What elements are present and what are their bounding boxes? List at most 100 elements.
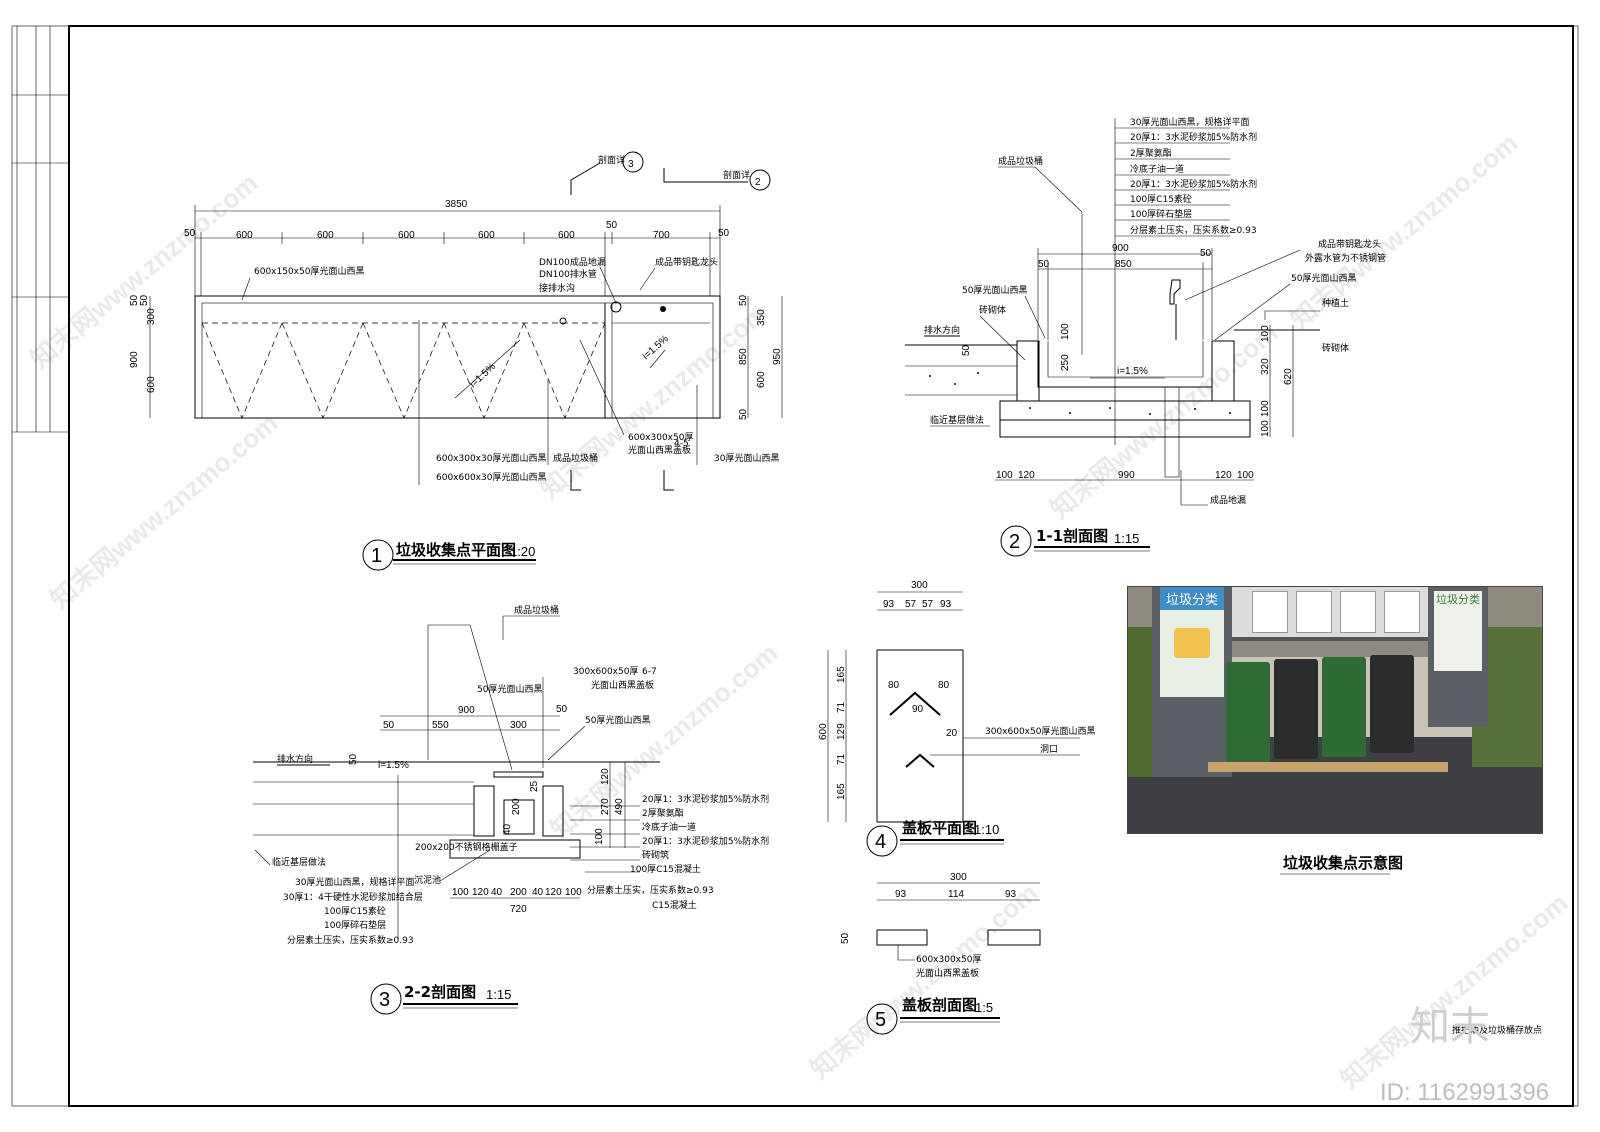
dim-text: 50 xyxy=(738,294,749,306)
watermark: 知末网www.znzmo.com xyxy=(45,407,284,614)
sheet-inner-border xyxy=(68,25,1574,1107)
dim-text: 50 xyxy=(961,344,972,356)
dim-text: 100 xyxy=(1060,323,1071,340)
label: 沉泥池 xyxy=(414,874,441,886)
dim-text: 50 xyxy=(840,932,851,944)
dim-text: 120 xyxy=(545,887,562,898)
dim-text: 50 xyxy=(184,228,196,239)
dim-text: 350 xyxy=(756,309,767,326)
photo-caption: 垃圾收集点示意图 xyxy=(1283,854,1403,872)
label: 30厚光面山西黑 xyxy=(714,452,779,464)
label: 洞口 xyxy=(1040,744,1058,755)
label: 6-7 xyxy=(642,667,657,677)
drawing-number: 2 xyxy=(1009,531,1020,553)
dim-text: 300 xyxy=(950,872,967,883)
label: 砖砌体 xyxy=(979,304,1006,316)
layer-label: 2厚聚氨酯 xyxy=(1130,147,1172,159)
drawing-title: 盖板剖面图 xyxy=(902,996,977,1014)
dim-text: 90 xyxy=(912,704,924,715)
dim-text: 50 xyxy=(606,220,618,231)
label: 临近基层做法 xyxy=(930,414,984,426)
dim-text: 120 xyxy=(1215,470,1232,481)
watermark: 知末网www.znzmo.com xyxy=(25,167,264,374)
drawing-number: 5 xyxy=(875,1009,886,1031)
dim-text: 700 xyxy=(653,230,670,241)
drawing-title: 盖板平面图 xyxy=(902,819,977,837)
label: 50厚光面山西黑 xyxy=(962,284,1027,296)
drawing-number: 3 xyxy=(379,989,390,1011)
dim-text: 50 xyxy=(738,408,749,420)
dim-text: 550 xyxy=(432,720,449,731)
sign-panel-left: 垃圾分类 xyxy=(1160,587,1224,697)
slope-label: i=1.5% xyxy=(1117,366,1148,377)
layer-label: 100厚碎石垫层 xyxy=(324,919,386,931)
watermark: 知末网www.znzmo.com xyxy=(535,297,774,504)
label: 100厚C15混凝土 xyxy=(630,863,701,875)
label: 分层素土压实，压实系数≥0.93 xyxy=(587,884,714,896)
label: 200x200不锈钢格栅盖子 xyxy=(415,841,518,853)
label: 成品垃圾桶 xyxy=(514,604,559,616)
dim-text: 50 xyxy=(718,228,730,239)
dim-text: 900 xyxy=(458,705,475,716)
dim-text: 3850 xyxy=(445,199,468,210)
footer-note: 推把油及垃圾桶存放点 xyxy=(1452,1024,1542,1036)
bin-black xyxy=(1370,655,1414,753)
label: 600x300x50厚 xyxy=(628,432,693,443)
dim-text: 300 xyxy=(146,308,157,325)
label: 600x600x30厚光面山西黑 xyxy=(436,471,546,483)
section-mark-num: 2 xyxy=(755,177,761,188)
dim-text: 100 xyxy=(594,828,605,845)
slope-label: i=1.5% xyxy=(641,333,671,362)
cover-plan-drawing: 300 93 57 57 93 600 165 71 129 71 165 80… xyxy=(818,580,1095,857)
layer-label: 冷底子油一道 xyxy=(1130,163,1184,175)
dim-text: 71 xyxy=(836,753,847,765)
dim-text: 100 xyxy=(1260,400,1271,417)
dim-text: 270 xyxy=(600,798,611,815)
drawing-title: 2-2剖面图 xyxy=(404,983,476,1001)
label: 光面山西黑盖板 xyxy=(628,444,691,456)
dim-text: 600 xyxy=(146,376,157,393)
dim-text: 850 xyxy=(1115,259,1132,270)
label: 外露水管为不锈钢管 xyxy=(1305,252,1386,264)
label: 成品带钥匙龙头 xyxy=(655,256,718,268)
dim-text: 100 xyxy=(452,887,469,898)
label: 排水方向 xyxy=(277,753,313,765)
label: DN100排水管 xyxy=(539,268,597,280)
dim-text: 720 xyxy=(510,904,527,915)
dim-text: 900 xyxy=(1112,243,1129,254)
section-2-2-drawing: 成品垃圾桶 50厚光面山西黑 300x600x50厚 光面山西黑盖板 6-7 5… xyxy=(253,604,769,1015)
label: 50厚光面山西黑 xyxy=(585,714,650,726)
label: 成品垃圾桶 xyxy=(998,155,1043,167)
dim-text: 114 xyxy=(948,889,964,900)
label: 砖砌筑 xyxy=(642,849,669,861)
dim-text: 320 xyxy=(1260,358,1271,375)
dim-text: 600 xyxy=(818,723,829,740)
dim-text: 165 xyxy=(836,666,847,683)
layer-label: 分层素土压实，压实系数≥0.93 xyxy=(287,934,414,946)
dim-text: 50 xyxy=(1038,259,1050,270)
dim-text: 40 xyxy=(502,823,513,835)
drawing-title: 垃圾收集点平面图 xyxy=(396,541,516,559)
drawing-scale: 1:20 xyxy=(510,544,535,559)
concrete-fill xyxy=(929,372,1231,415)
drawing-scale: 1:5 xyxy=(975,1000,993,1015)
dim-text: 900 xyxy=(129,351,140,368)
layer-label: 20厚1：3水泥砂浆加5%防水剂 xyxy=(1130,131,1257,143)
base-plinth xyxy=(1208,762,1448,772)
dim-text: 100 xyxy=(1260,325,1271,342)
label: 光面山西黑盖板 xyxy=(916,967,979,979)
layer-label: 20厚1：3水泥砂浆加5%防水剂 xyxy=(1130,178,1257,190)
dim-text: 300 xyxy=(510,720,527,731)
label: 排水方向 xyxy=(924,324,960,336)
drawing-scale: 1:15 xyxy=(1114,531,1139,546)
dim-text: 50 xyxy=(1200,248,1212,259)
label: 2厚聚氨酯 xyxy=(642,807,684,819)
layer-label: 100厚C15素砼 xyxy=(324,905,386,917)
dim-text: 50 xyxy=(139,294,150,306)
cover-section-drawing: 300 93 114 93 50 600x300x50厚 光面山西黑盖板 5 盖… xyxy=(840,872,1041,1035)
bin-green xyxy=(1322,657,1366,757)
dim-text: 100 xyxy=(565,887,582,898)
dim-text: 71 xyxy=(836,701,847,713)
label: 成品带钥匙龙头 xyxy=(1318,238,1381,250)
layer-label: 100厚碎石垫层 xyxy=(1130,208,1192,220)
